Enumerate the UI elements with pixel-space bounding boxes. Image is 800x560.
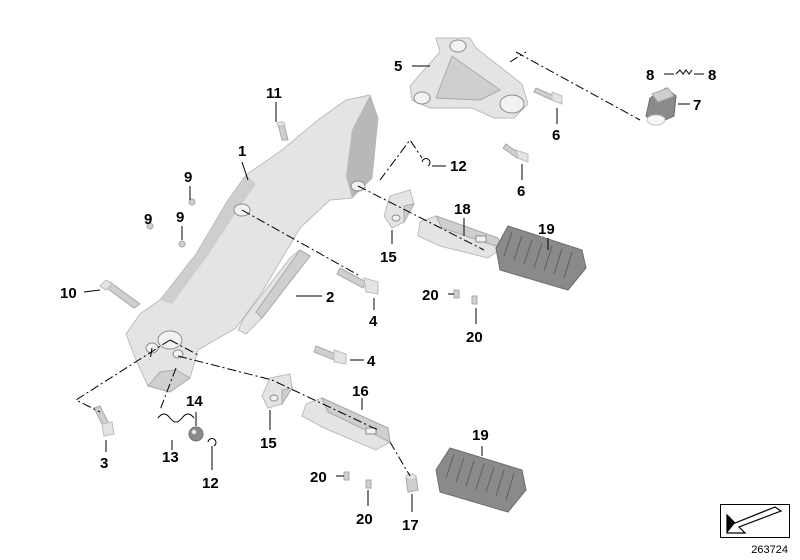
callout-12-lower: 12	[202, 475, 219, 492]
clip-part-12-lower	[207, 438, 217, 447]
heel-guard	[237, 249, 311, 335]
rubber-pad-upper	[495, 225, 587, 291]
callout-20-a: 20	[422, 287, 439, 304]
callout-4-lower: 4	[367, 353, 376, 370]
upper-bracket	[409, 37, 529, 119]
callout-20-d: 20	[356, 511, 373, 528]
callout-11: 11	[266, 85, 282, 102]
footrest-bracket	[125, 94, 379, 393]
callout-19-upper: 19	[538, 221, 555, 238]
callout-3: 3	[100, 455, 108, 472]
callout-6-lower: 6	[517, 183, 525, 200]
callout-17: 17	[402, 517, 419, 534]
bracket-clip-lower	[261, 373, 294, 409]
bolt-part-6-lower	[502, 143, 529, 163]
callout-labels: 1 2 3 4 4 5 6 6 7 8 8 9 9 9 10 11 12 12 …	[60, 58, 716, 534]
bolt-part-11	[276, 121, 289, 141]
assembly-axes	[74, 51, 641, 477]
callout-15-upper: 15	[380, 249, 397, 266]
callout-20-b: 20	[466, 329, 483, 346]
bolt-part-4-upper	[336, 267, 379, 295]
callout-20-c: 20	[310, 469, 327, 486]
footrest-lower	[301, 397, 391, 451]
leader-lines	[83, 65, 704, 512]
callout-15-lower: 15	[260, 435, 277, 452]
direction-arrow-icon	[720, 504, 790, 538]
callout-19-lower: 19	[472, 427, 489, 444]
callout-10: 10	[60, 285, 77, 302]
bolt-part-6-upper	[533, 87, 563, 105]
callout-12-upper: 12	[450, 158, 467, 175]
callout-9-c: 9	[144, 211, 152, 228]
spring-part-13	[157, 413, 195, 423]
clip-part-12-upper	[421, 158, 431, 167]
spring-clip	[675, 69, 693, 75]
direction-arrow-glyph	[726, 506, 783, 534]
callout-18: 18	[454, 201, 471, 218]
callout-9-b: 9	[176, 209, 184, 226]
bracket-clip-upper	[383, 189, 415, 229]
bolt-part-3	[93, 405, 115, 437]
screw-part-20-a	[453, 289, 460, 299]
callout-1: 1	[238, 143, 246, 160]
rubber-buffer	[645, 87, 677, 126]
diagram-reference-number: 263724	[751, 544, 788, 556]
callout-4-upper: 4	[369, 313, 378, 330]
pin-part-17	[405, 473, 419, 493]
callout-7: 7	[693, 97, 701, 114]
callout-5: 5	[394, 58, 402, 75]
callout-16: 16	[352, 383, 369, 400]
footrest-upper	[417, 215, 503, 259]
bolt-part-4-lower	[313, 345, 347, 365]
callout-9-a: 9	[184, 169, 192, 186]
rubber-pad-lower	[435, 447, 527, 513]
callout-2: 2	[326, 289, 334, 306]
callout-6-upper: 6	[552, 127, 560, 144]
callout-8-right: 8	[708, 67, 716, 84]
screw-part-9-c	[146, 222, 154, 230]
bolt-part-10	[99, 279, 141, 309]
callout-14: 14	[186, 393, 203, 410]
screw-part-20-d	[365, 479, 372, 489]
screw-part-9-b	[178, 240, 186, 248]
ball-part-14	[188, 426, 204, 442]
screw-part-20-b	[471, 295, 478, 305]
callout-13: 13	[162, 449, 179, 466]
screw-part-9-a	[188, 198, 196, 206]
screw-part-20-c	[343, 471, 350, 481]
callout-8-left: 8	[646, 67, 654, 84]
